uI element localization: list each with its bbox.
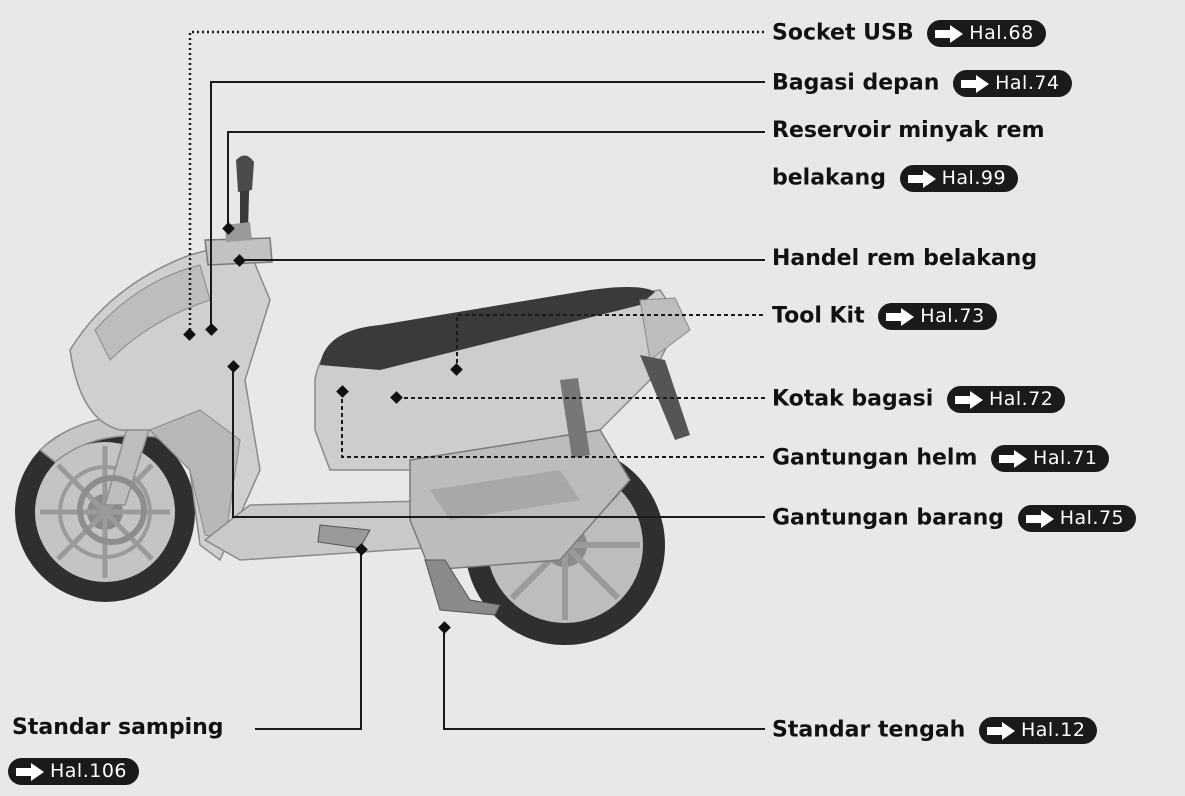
label-gantungan-helm-text: Gantungan helm bbox=[772, 446, 977, 471]
arrow-right-icon bbox=[884, 307, 916, 327]
ref-badge-tool-kit[interactable]: Hal.73 bbox=[878, 303, 996, 330]
label-tool-kit: Tool Kit Hal.73 bbox=[772, 303, 997, 330]
leader-standar-tengah bbox=[444, 628, 765, 729]
label-socket-usb-text: Socket USB bbox=[772, 21, 914, 46]
label-reservoir-text: Reservoir minyak rem bbox=[772, 118, 1045, 143]
label-standar-tengah-text: Standar tengah bbox=[772, 718, 965, 743]
label-reservoir: Reservoir minyak rem bbox=[772, 120, 1045, 142]
label-kotak-bagasi-text: Kotak bagasi bbox=[772, 387, 933, 412]
arrow-right-icon bbox=[933, 24, 965, 44]
ref-badge-socket-usb[interactable]: Hal.68 bbox=[927, 20, 1045, 47]
ref-reservoir: Hal.99 bbox=[942, 169, 1006, 188]
arrow-right-icon bbox=[985, 721, 1017, 741]
ref-standar-samping: Hal.106 bbox=[50, 762, 127, 781]
label-gantungan-barang: Gantungan barang Hal.75 bbox=[772, 505, 1136, 532]
label-tool-kit-text: Tool Kit bbox=[772, 304, 865, 329]
anchor-standar-tengah bbox=[438, 621, 451, 634]
leader-reservoir bbox=[228, 132, 765, 230]
leader-socket-usb bbox=[190, 32, 765, 335]
label-standar-samping: Standar samping bbox=[12, 717, 224, 739]
label-standar-samping-ref: Hal.106 bbox=[8, 758, 139, 785]
mirror bbox=[236, 155, 254, 192]
ref-gantungan-helm: Hal.71 bbox=[1033, 449, 1097, 468]
label-handel-rem: Handel rem belakang bbox=[772, 248, 1037, 270]
ref-socket-usb: Hal.68 bbox=[969, 24, 1033, 43]
label-reservoir-line2: belakang Hal.99 bbox=[772, 165, 1018, 192]
arrow-right-icon bbox=[906, 169, 938, 189]
label-reservoir-text2: belakang bbox=[772, 166, 886, 191]
ref-standar-tengah: Hal.12 bbox=[1021, 721, 1085, 740]
label-kotak-bagasi: Kotak bagasi Hal.72 bbox=[772, 386, 1065, 413]
arrow-right-icon bbox=[1024, 509, 1056, 529]
ref-kotak-bagasi: Hal.72 bbox=[989, 390, 1053, 409]
label-standar-tengah: Standar tengah Hal.12 bbox=[772, 717, 1097, 744]
ref-badge-standar-samping[interactable]: Hal.106 bbox=[8, 758, 139, 785]
ref-gantungan-barang: Hal.75 bbox=[1060, 509, 1124, 528]
label-bagasi-depan-text: Bagasi depan bbox=[772, 71, 939, 96]
ref-bagasi-depan: Hal.74 bbox=[995, 74, 1059, 93]
arrow-right-icon bbox=[959, 74, 991, 94]
label-standar-samping-text: Standar samping bbox=[12, 715, 224, 740]
label-handel-rem-text: Handel rem belakang bbox=[772, 246, 1037, 271]
label-socket-usb: Socket USB Hal.68 bbox=[772, 20, 1046, 47]
ref-badge-kotak-bagasi[interactable]: Hal.72 bbox=[947, 386, 1065, 413]
ref-badge-reservoir[interactable]: Hal.99 bbox=[900, 165, 1018, 192]
label-bagasi-depan: Bagasi depan Hal.74 bbox=[772, 70, 1072, 97]
ref-badge-standar-tengah[interactable]: Hal.12 bbox=[979, 717, 1097, 744]
leader-bagasi-depan bbox=[211, 82, 765, 330]
ref-badge-bagasi-depan[interactable]: Hal.74 bbox=[953, 70, 1071, 97]
arrow-right-icon bbox=[14, 762, 46, 782]
scooter-illustration bbox=[15, 155, 690, 645]
arrow-right-icon bbox=[997, 449, 1029, 469]
leader-standar-samping bbox=[255, 550, 361, 729]
ref-badge-gantungan-helm[interactable]: Hal.71 bbox=[991, 445, 1109, 472]
ref-badge-gantungan-barang[interactable]: Hal.75 bbox=[1018, 505, 1136, 532]
label-gantungan-helm: Gantungan helm Hal.71 bbox=[772, 445, 1109, 472]
label-gantungan-barang-text: Gantungan barang bbox=[772, 506, 1004, 531]
ref-tool-kit: Hal.73 bbox=[920, 307, 984, 326]
arrow-right-icon bbox=[953, 390, 985, 410]
